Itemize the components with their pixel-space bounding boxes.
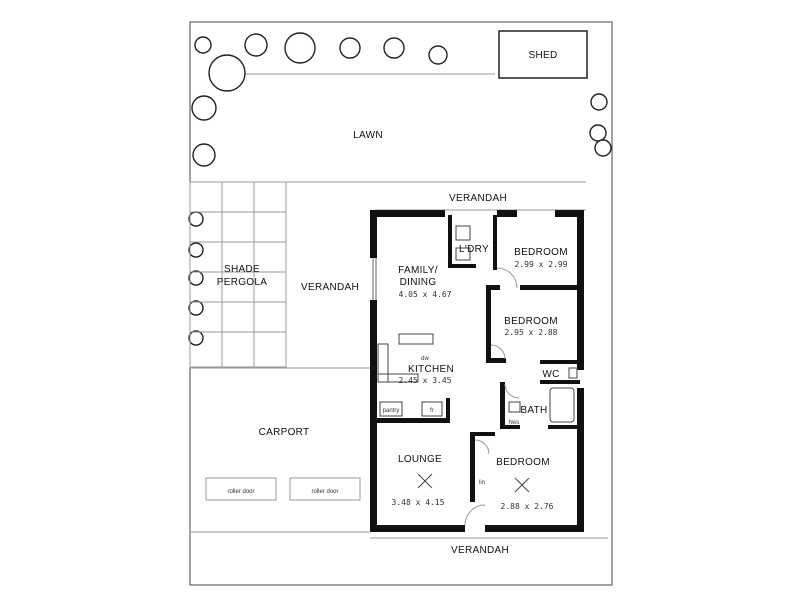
kitchen-label: KITCHEN xyxy=(408,364,454,375)
wc-label: WC xyxy=(542,369,559,380)
verandah-left-label: VERANDAH xyxy=(301,282,359,293)
tree-icon xyxy=(589,124,607,142)
basin xyxy=(508,401,521,413)
hws-label: hws xyxy=(509,420,520,426)
tree-icon xyxy=(188,211,204,227)
tree-icon xyxy=(194,36,212,54)
lawn-label: LAWN xyxy=(353,130,383,141)
tree-icon xyxy=(594,139,612,157)
bath-tub xyxy=(549,387,575,423)
tree-icon xyxy=(188,242,204,258)
door-swings xyxy=(464,267,520,526)
laundry-tub xyxy=(455,225,471,241)
bedroom-2-label: BEDROOM xyxy=(504,316,558,327)
tree-icon xyxy=(188,300,204,316)
tree-icon xyxy=(284,32,316,64)
roller-door-left xyxy=(205,477,277,501)
laundry-label: L'DRY xyxy=(459,244,489,255)
shed xyxy=(498,30,588,79)
bedroom-1-dim: 2.99 x 2.99 xyxy=(515,260,568,269)
light-fitting-icon-group xyxy=(417,473,530,493)
tree-icon xyxy=(188,270,204,286)
tree-icon-group xyxy=(188,32,612,346)
kitchen-dim: 2.45 x 3.45 xyxy=(399,376,452,385)
bath-label: BATH xyxy=(520,405,547,416)
linen-label: lin xyxy=(479,480,485,486)
wc-toilet xyxy=(568,367,578,379)
tree-icon xyxy=(192,143,216,167)
lounge-label: LOUNGE xyxy=(398,454,442,465)
tree-icon xyxy=(208,54,246,92)
pantry-label: pantry xyxy=(383,408,400,414)
dishwasher-label: dw xyxy=(421,356,429,362)
roller-door-right xyxy=(289,477,361,501)
tree-icon xyxy=(244,33,268,57)
laundry-machine xyxy=(455,247,471,261)
tree-icon xyxy=(339,37,361,59)
shade-pergola-label-1: SHADE xyxy=(224,264,260,275)
tree-icon xyxy=(188,330,204,346)
tree-icon xyxy=(191,95,217,121)
shed-label: SHED xyxy=(529,50,558,61)
tree-icon xyxy=(590,93,608,111)
tree-icon xyxy=(428,45,448,65)
carport-label: CARPORT xyxy=(259,427,310,438)
tree-icon xyxy=(383,37,405,59)
kitchen-benches xyxy=(377,333,443,417)
lounge-dim: 3.48 x 4.15 xyxy=(392,498,445,507)
bedroom-2-dim: 2.95 x 2.88 xyxy=(505,328,558,337)
house-walls xyxy=(370,210,584,532)
roller-door-left-label: roller door xyxy=(227,489,254,495)
shade-pergola xyxy=(189,181,287,368)
shade-pergola-label-2: PERGOLA xyxy=(217,277,267,288)
bedroom-1-label: BEDROOM xyxy=(514,247,568,258)
bedroom-3-label: BEDROOM xyxy=(496,457,550,468)
roller-door-right-label: roller door xyxy=(311,489,338,495)
bedroom-3-dim: 2.88 x 2.76 xyxy=(501,502,554,511)
family-dining-label-1: FAMILY/ xyxy=(398,265,438,276)
verandah-bottom-label: VERANDAH xyxy=(451,545,509,556)
verandah-top-label: VERANDAH xyxy=(449,193,507,204)
family-dining-dim: 4.05 x 4.67 xyxy=(399,290,452,299)
fridge-label: fr xyxy=(430,408,434,414)
family-dining-label-2: DINING xyxy=(400,277,437,288)
